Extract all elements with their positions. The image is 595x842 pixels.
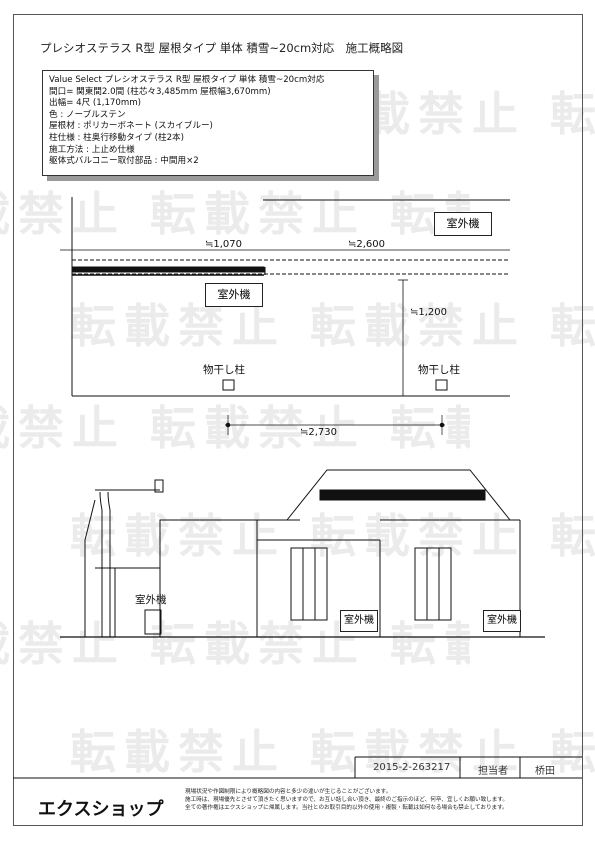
spec-line: Value Select プレシオステラス R型 屋根タイプ 単体 積雪~20c… [49,75,325,85]
sheet-border [13,14,583,826]
house-wall-left [159,519,300,637]
elevation-ac-label-right: 室外機 [483,610,521,632]
document-number: 2015-2-263217 [373,762,451,773]
downpipe [99,491,103,637]
spec-line: 出幅= 4尺 (1,170mm) [49,98,141,109]
footer-notice: 現場状況や作図制限により概略図の内容と多少の違いが生じることがございます。 施工… [185,788,565,813]
post-label-left: 物干し柱 [203,364,245,376]
dim-dot [439,422,445,428]
post-label-right: 物干し柱 [418,364,460,376]
ac-unit-label-plan: 室外機 [205,283,263,307]
person-in-charge-name: 桥田 [535,766,555,777]
notice-line: 全ての著作権はエクスショップに帰属します。当社とのお取引目的以外の使用・複製・転… [185,805,508,812]
plan-post-right [435,379,448,391]
spec-line: 間口= 関東間2.0間 (柱芯々3,485mm 屋根幅3,670mm) [49,86,271,97]
elevation-ac-label-center: 室外機 [340,610,378,632]
plan-gutter [71,266,265,273]
balcony-rail [319,489,486,501]
spec-line: 屋根材 : ポリカーボネート (スカイブルー) [49,121,213,132]
downpipe [107,491,111,637]
dim-label-left: ≒1,070 [205,239,243,250]
person-in-charge-label: 担当者 [478,766,508,777]
spec-line: 柱仕様 : 柱奥行移動タイプ (柱2本) [49,132,184,143]
spec-box: Value Select プレシオステラス R型 屋根タイプ 単体 積雪~20c… [42,70,374,176]
house-roof [286,469,511,521]
notice-line: 現場状況や作図制限により概略図の内容と多少の違いが生じることがございます。 [185,789,392,795]
notice-line: 施工時は、現場優先とさせて頂きたく思いますので、お互い話し合い頂き、最終のご指示… [185,797,508,804]
dim-label-bottom: ≒2,730 [300,427,338,438]
spec-line: 躯体式バルコニー取付部品 : 中間用×2 [49,156,199,167]
dim-label-right: ≒2,600 [348,239,386,250]
dim-label-height: ≒1,200 [410,307,448,318]
drawing-title: プレシオステラス R型 屋根タイプ 単体 積雪~20cm対応 施工概略図 [40,41,404,55]
elevation-ac-label-left: 室外機 [135,594,167,606]
plan-post-left [222,379,235,391]
elevation-ac-left [144,609,162,635]
window-left [290,547,328,621]
window-right [414,547,452,621]
spec-line: 施工方法 : 上止め仕様 [49,144,135,155]
elevation-gutter-cap [154,479,164,493]
elevation-left-wall [84,499,96,637]
company-logo: エクスショップ [38,799,164,820]
dim-dot [225,422,231,428]
ac-unit-label-top: 室外機 [434,212,492,236]
spec-line: 色 : ノーブルステン [49,109,126,120]
